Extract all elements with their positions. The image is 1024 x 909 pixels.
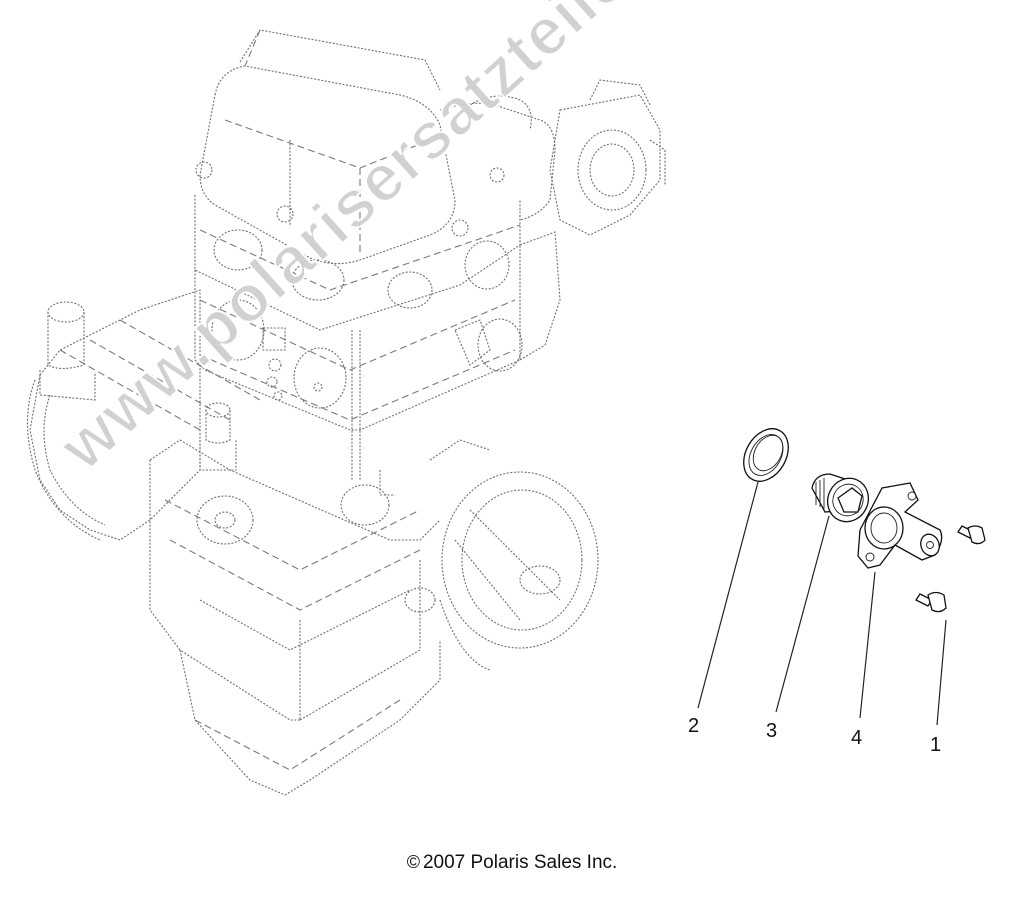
part-2-seal-ring: [743, 428, 789, 482]
engine-phantom: [26, 29, 666, 796]
copyright-icon: ©: [406, 852, 420, 872]
callout-2: 2: [688, 715, 700, 737]
callout-3: 3: [766, 720, 778, 742]
part-1-bolts: [915, 525, 986, 613]
part-3-thermostat: [811, 473, 870, 523]
copyright-text: 2007 Polaris Sales Inc.: [422, 852, 618, 873]
copyright-line: ©2007 Polaris Sales Inc.: [0, 852, 1024, 874]
leader-lines: [697, 481, 947, 726]
callout-1: 1: [930, 734, 942, 756]
callout-4: 4: [851, 727, 863, 749]
part-4-outlet-housing: [857, 482, 943, 569]
